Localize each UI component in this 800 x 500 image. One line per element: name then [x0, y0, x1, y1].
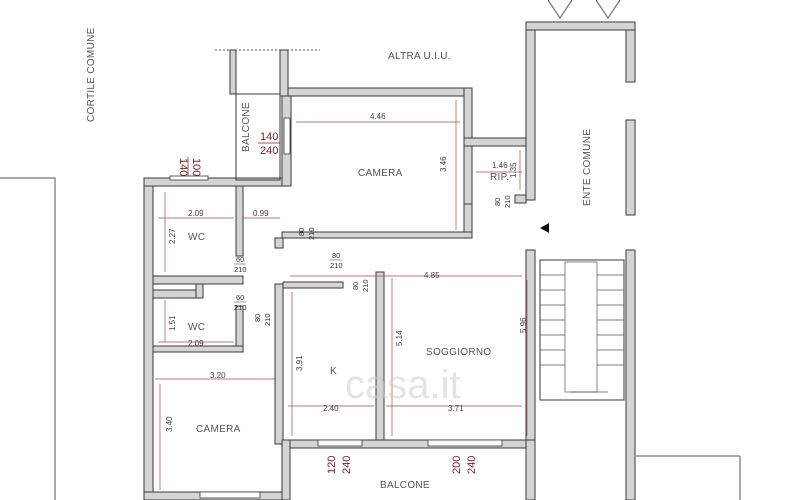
dim-340: 3.40 — [165, 416, 174, 432]
room-labels: ALTRA U.I.U. CORTILE COMUNE ENTE COMUNE … — [86, 27, 593, 491]
opening-210e: 210 — [234, 303, 247, 312]
opening-80c: 80 — [493, 198, 502, 206]
dim-391: 3.91 — [295, 355, 304, 371]
opening-80e: 80 — [351, 282, 360, 290]
opening-80d: 80 — [253, 314, 262, 322]
opening-60b: 60 — [236, 293, 244, 302]
dim-371: 3.71 — [448, 404, 464, 413]
opening-120: 120 — [326, 456, 338, 474]
opening-labels: 140 240 100 140 80 210 80 210 60 210 80 … — [177, 131, 512, 474]
dim-146: 1.46 — [492, 161, 508, 170]
opening-210d: 210 — [503, 195, 512, 208]
label-soggiorno: SOGGIORNO — [426, 347, 491, 358]
label-balcone-top: BALCONE — [241, 102, 252, 152]
label-altra-uiu: ALTRA U.I.U. — [388, 51, 451, 62]
label-wc-bottom: WC — [188, 322, 205, 333]
label-ente-comune: ENTE COMUNE — [582, 129, 593, 206]
opening-210a: 210 — [307, 227, 316, 240]
dim-151: 1.51 — [168, 315, 177, 331]
dim-209b: 2.09 — [188, 339, 204, 348]
dimension-texts: 4.46 3.46 1.46 1.35 2.09 0.99 2.27 4.85 … — [165, 112, 528, 432]
entrance-arrow-icon — [540, 223, 549, 233]
dim-346: 3.46 — [439, 156, 448, 172]
label-k: K — [330, 366, 337, 377]
opening-210b: 210 — [330, 261, 343, 270]
opening-210g: 210 — [361, 279, 370, 292]
label-rip: RIP. — [490, 172, 509, 183]
dim-485: 4.85 — [424, 271, 440, 280]
label-balcone-bottom: BALCONE — [380, 480, 430, 491]
opening-80a: 80 — [297, 228, 306, 236]
dim-209a: 2.09 — [188, 209, 204, 218]
label-camera-bottom: CAMERA — [196, 424, 241, 435]
thin-lines — [169, 0, 625, 499]
dim-135: 1.35 — [509, 162, 518, 178]
opening-140: 140 — [260, 131, 278, 143]
dim-514: 5.14 — [395, 330, 404, 346]
opening-240a: 240 — [260, 145, 278, 157]
opening-200: 200 — [451, 456, 463, 474]
opening-210c: 210 — [234, 265, 247, 274]
walls — [143, 21, 636, 500]
dim-240: 2.40 — [323, 404, 339, 413]
opening-100: 100 — [190, 158, 202, 176]
opening-240b: 240 — [341, 456, 353, 474]
opening-210f: 210 — [263, 313, 272, 326]
dim-099: 0.99 — [253, 209, 269, 218]
opening-240c: 240 — [466, 456, 478, 474]
dimension-lines — [155, 100, 528, 490]
opening-60a: 60 — [236, 255, 244, 264]
dim-227: 2.27 — [168, 228, 177, 244]
opening-140v: 140 — [177, 158, 189, 176]
watermark: casa.it — [345, 363, 461, 407]
dim-596: 5.96 — [519, 317, 528, 333]
label-camera-top: CAMERA — [358, 168, 403, 179]
label-cortile-comune: CORTILE COMUNE — [86, 27, 97, 122]
label-wc-top: WC — [188, 232, 205, 243]
dim-446: 4.46 — [370, 112, 386, 121]
opening-80b: 80 — [332, 251, 340, 260]
dim-320: 3.20 — [210, 371, 226, 380]
